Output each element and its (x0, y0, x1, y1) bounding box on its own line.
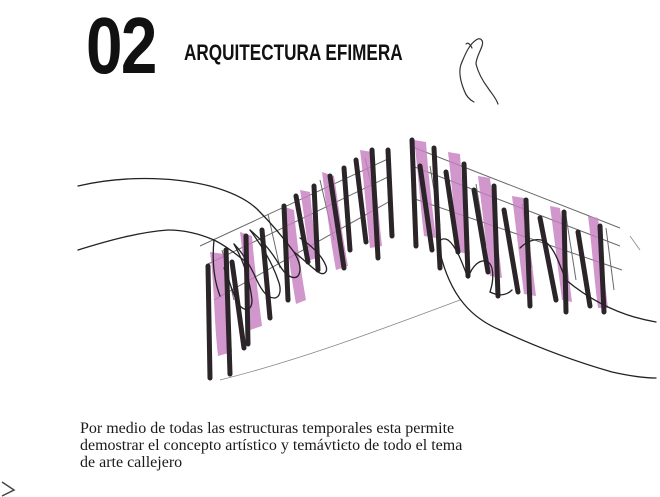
left-hand-sketch (77, 177, 328, 311)
small-hand-sketch-icon (459, 38, 499, 105)
caption-line-1: Por medio de todas las estructuras tempo… (80, 420, 455, 437)
right-hand-sketch (437, 238, 657, 379)
fabric-panels-right (414, 140, 608, 308)
section-number: 02 (86, 1, 157, 90)
corner-arrow-icon (1, 481, 16, 497)
section-title: ARQUITECTURA EFIMERA (184, 40, 403, 65)
posts-right (409, 137, 607, 315)
shadow-lines (219, 235, 641, 381)
caption-line-3: de arte callejero (80, 454, 183, 471)
caption-text: Por medio de todas las estructuras tempo… (80, 420, 650, 471)
caption-line-2: demostrar el concepto artístico y temávt… (80, 437, 463, 454)
fabric-panels-left (210, 150, 382, 356)
wire-frame (199, 145, 623, 301)
posts-left (205, 147, 395, 381)
